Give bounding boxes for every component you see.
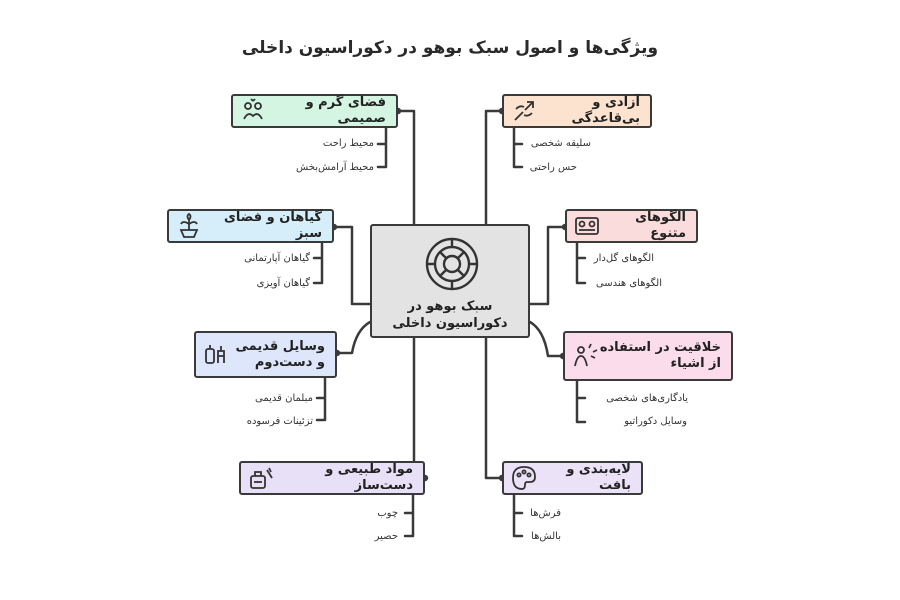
- link-natural: [412, 336, 427, 480]
- branch-patterns: الگوهای متنوع: [565, 209, 698, 243]
- branch-plants: گیاهان و فضای سبز: [167, 209, 334, 243]
- branch-label: لایه‌بندی و بافت: [566, 462, 631, 493]
- palette-icon: [512, 466, 536, 490]
- broken-arrow-icon: [514, 101, 534, 121]
- branch-creative: خلاقیت در استفاده از اشیاء: [563, 331, 733, 381]
- leaf-item: محیط آرامش‌بخش: [296, 162, 374, 173]
- branch-natural: مواد طبیعی و دست‌ساز: [239, 461, 425, 495]
- leaf-links-vintage: [315, 376, 327, 422]
- center-label: سبک بوهو در دکوراسیون داخلی: [392, 299, 508, 331]
- link-warm: [396, 109, 416, 226]
- craft-icon: [250, 467, 273, 489]
- link-patterns: [528, 225, 567, 306]
- leaf-item: وسایل دکوراتیو: [624, 416, 687, 427]
- pattern-icon: [575, 217, 599, 235]
- branch-freedom: آزادی و بی‌قاعدگی: [502, 94, 652, 128]
- link-layers: [484, 336, 504, 480]
- leaf-links-creative: [575, 378, 587, 424]
- people-heart-icon: [243, 98, 263, 120]
- page-title: ویژگی‌ها و اصول سبک بوهو در دکوراسیون دا…: [241, 38, 659, 58]
- creativity-icon: [574, 343, 598, 367]
- link-freedom: [484, 109, 504, 226]
- branch-warm: فضای گرم و صمیمی: [231, 94, 398, 128]
- vintage-icon: [205, 344, 225, 364]
- leaf-links-plants: [312, 241, 324, 285]
- link-vintage: [335, 320, 372, 355]
- leaf-item: محیط راحت: [322, 138, 374, 149]
- leaf-item: چوب: [377, 508, 398, 519]
- leaf-links-freedom: [512, 125, 524, 169]
- ornament-icon: [425, 237, 479, 291]
- leaf-item: حصیر: [374, 531, 398, 542]
- leaf-links-patterns: [575, 241, 587, 285]
- leaf-item: فرش‌ها: [530, 508, 561, 519]
- leaf-item: مبلمان قدیمی: [255, 393, 313, 404]
- branch-label: الگوهای متنوع: [635, 210, 686, 241]
- leaf-item: سلیقه شخصی: [530, 138, 591, 149]
- branch-label: آزادی و بی‌قاعدگی: [571, 95, 640, 126]
- leaf-item: یادگاری‌های شخصی: [606, 393, 688, 404]
- branch-label: خلاقیت در استفاده از اشیاء: [599, 340, 721, 371]
- branch-label: گیاهان و فضای سبز: [224, 210, 322, 241]
- leaf-item: حس راحتی: [529, 162, 577, 173]
- leaf-item: گیاهان آپارتمانی: [244, 253, 310, 264]
- link-creative: [528, 320, 565, 358]
- center-node: سبک بوهو در دکوراسیون داخلی: [370, 224, 530, 338]
- leaf-item: بالش‌ها: [531, 531, 561, 542]
- leaf-links-natural: [403, 492, 415, 538]
- branch-layers: لایه‌بندی و بافت: [502, 461, 643, 495]
- leaf-links-layers: [512, 492, 524, 538]
- branch-label: فضای گرم و صمیمی: [305, 95, 386, 126]
- plant-icon: [179, 212, 199, 238]
- leaf-item: الگوهای هندسی: [595, 278, 662, 289]
- leaf-item: تزئینات فرسوده: [246, 416, 313, 427]
- leaf-item: الگوهای گل‌دار: [593, 253, 654, 264]
- leaf-links-warm: [376, 125, 388, 169]
- leaf-item: گیاهان آویزی: [256, 278, 310, 289]
- link-plants: [332, 225, 372, 306]
- branch-label: مواد طبیعی و دست‌ساز: [325, 462, 413, 493]
- branch-vintage: وسایل قدیمی و دست‌دوم: [194, 331, 337, 378]
- branch-label: وسایل قدیمی و دست‌دوم: [235, 338, 325, 370]
